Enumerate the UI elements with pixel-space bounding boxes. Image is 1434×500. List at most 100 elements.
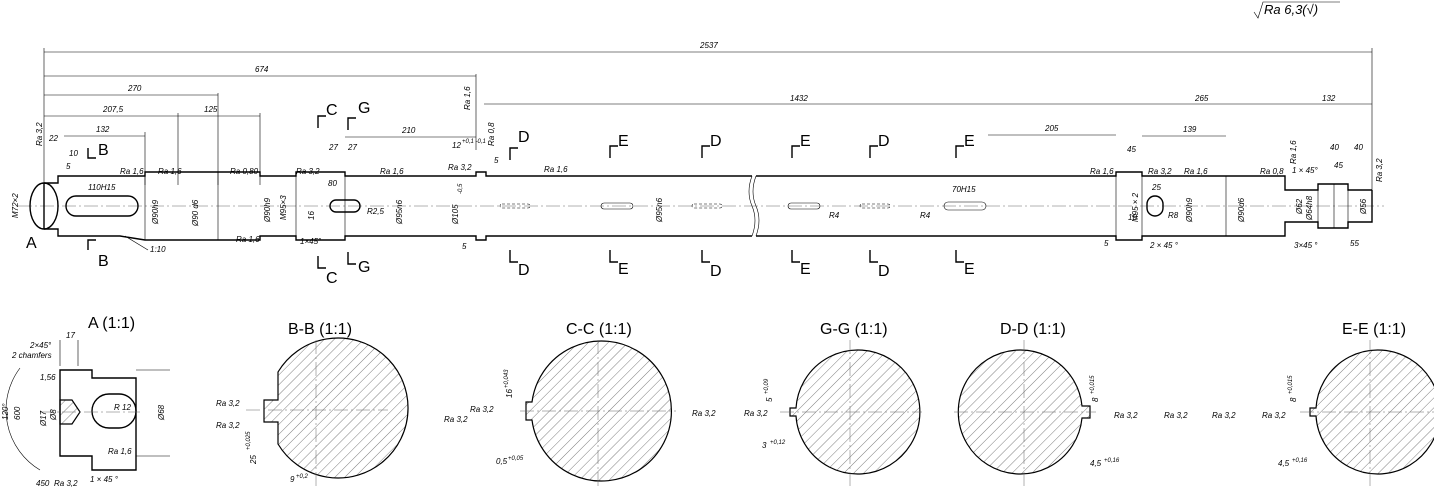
dim-40a: 40 [1330,143,1339,152]
cc-ra32a: Ra 3,2 [470,405,494,414]
marker-b-top: B [98,142,109,159]
title-bb: B-B (1:1) [288,321,352,338]
label-r4b: R4 [920,211,931,220]
detail-a-ra32: Ra 3,2 [54,479,78,488]
dim-12: 12 [452,141,461,150]
dim-5a: 5 [66,162,71,171]
marker-d-top1: D [518,129,530,146]
ra-16g: Ra 1,6 [1090,167,1114,176]
dim-22: 22 [48,134,58,143]
marker-e-bot2: E [800,261,811,278]
dd-8: 8 [1091,397,1100,402]
title-ee: E-E (1:1) [1342,321,1406,338]
ee-ra32b: Ra 3,2 [1262,411,1286,420]
marker-c-top: C [326,102,338,119]
label-d90d6a: Ø90 d6 [191,199,200,227]
detail-a-600: 600 [13,406,22,420]
label-angle45: 45 [1334,161,1343,170]
roughness-general-text: Ra 6,3(√) [1264,2,1318,17]
dim-12-tol: +0,1 -0,1 [462,139,486,145]
label-key110: 110H15 [88,183,116,192]
label-d64: Ø64h8 [1305,195,1314,221]
section-gg: Ra 3,2 Ra 3,2 5 +0,09 3 +0,12 [692,340,922,486]
dd-45-tol: +0,16 [1104,458,1120,464]
dim-139: 139 [1183,125,1197,134]
label-chamfer4: 3×45 ° [1294,241,1318,250]
label-d56: Ø56 [1359,198,1368,215]
ra-16b: Ra 1,6 [158,167,182,176]
marker-e-top2: E [800,133,811,150]
dd-ra32b: Ra 3,2 [1164,411,1188,420]
label-key70: 70H15 [952,185,976,194]
dim-80: 80 [328,179,337,188]
dim-27b: 27 [347,143,357,152]
ra-16a: Ra 1,6 [120,167,144,176]
ee-45: 4,5 [1278,459,1290,468]
overall-dimensions: 2537 674 270 207,5 125 132 22 10 5 1432 … [43,41,1373,251]
dd-ra32a: Ra 3,2 [1114,411,1138,420]
gg-ra32a: Ra 3,2 [692,409,716,418]
ra-32a: Ra 3,2 [296,167,320,176]
detail-a-156: 1,56 [40,373,56,382]
shaft-main-view [18,171,1384,241]
bb-25-tol: +0,025 [246,431,252,450]
gg-ra32b: Ra 3,2 [744,409,768,418]
marker-g-bot: G [358,259,370,276]
title-a: A (1:1) [88,315,135,332]
section-dd: Ra 3,2 Ra 3,2 8 +0,015 4,5 +0,16 [954,340,1188,486]
ee-8-tol: +0,015 [1288,375,1294,394]
label-chamfer3: 1 × 45° [1292,166,1318,175]
cc-05-tol: +0,05 [508,456,524,462]
label-m72: M72×2 [11,193,20,218]
title-gg: G-G (1:1) [820,321,888,338]
detail-a-d17b: Ø17 [39,410,48,427]
dim-132a: 132 [96,125,110,134]
detail-a-17: 17 [66,331,75,340]
dim-270: 270 [127,84,142,93]
label-chamfer1: 1×45° [300,237,322,246]
dim-132b: 132 [1322,94,1336,103]
dim-674: 674 [255,65,269,74]
gg-3-tol: +0,12 [770,440,786,446]
gg-5: 5 [765,397,774,402]
cc-16-tol: +0,043 [504,369,510,388]
ra-080: Ra 0,80 [230,167,259,176]
ra-32e: Ra 3,2 [1375,158,1384,182]
bb-9-tol: +0,2 [296,474,309,480]
dim-10b: 10 [1128,213,1137,222]
dim-1432: 1432 [790,94,808,103]
label-d90h9b: Ø90h9 [263,197,272,223]
dim-265: 265 [1194,94,1209,103]
dim-5d: 5 [1104,239,1109,248]
dim-45: 45 [1127,145,1136,154]
detail-a-chamfer: 2×45° [29,341,52,350]
marker-e-top1: E [618,133,629,150]
dim-205: 205 [1044,124,1059,133]
section-bb: Ra 3,2 Ra 3,2 25 +0,025 9 +0,2 [216,337,409,486]
detail-a-ch1x45: 1 × 45 ° [90,475,119,484]
ra-16i: Ra 1,6 [1289,140,1298,164]
label-d90h9a: Ø90h9 [151,199,160,225]
section-ee: Ra 3,2 Ra 3,2 8 +0,015 4,5 +0,16 [1212,340,1434,486]
cc-16: 16 [505,389,514,398]
label-d105-tol: -0,5 [458,183,464,194]
label-m95b: M95 × 2 [1131,192,1140,222]
detail-a-120: 120° [1,403,10,420]
ee-8: 8 [1289,397,1298,402]
marker-d-top3: D [878,133,890,150]
marker-a: A [26,235,37,252]
detail-a-d8: Ø8 [49,409,58,421]
dim-10: 10 [69,149,78,158]
dim-125: 125 [204,105,218,114]
label-d95n6a: Ø95n6 [395,199,404,225]
section-cc: Ra 3,2 Ra 3,2 16 +0,043 0,5 +0,05 [444,340,676,486]
marker-d-top2: D [710,133,722,150]
marker-d-bot2: D [710,263,722,280]
bb-ra32a: Ra 3,2 [216,399,240,408]
bb-25: 25 [249,455,258,465]
ra-16h: Ra 1,6 [1184,167,1208,176]
shaft-labels: M72×2 110H15 Ø90h9 Ø90 d6 Ø90h9 M95×3 Ø9… [11,161,1368,254]
gg-5-tol: +0,09 [764,378,770,394]
label-r8a: R8 [1168,211,1179,220]
view-titles: A (1:1) B-B (1:1) C-C (1:1) G-G (1:1) D-… [88,315,1406,338]
